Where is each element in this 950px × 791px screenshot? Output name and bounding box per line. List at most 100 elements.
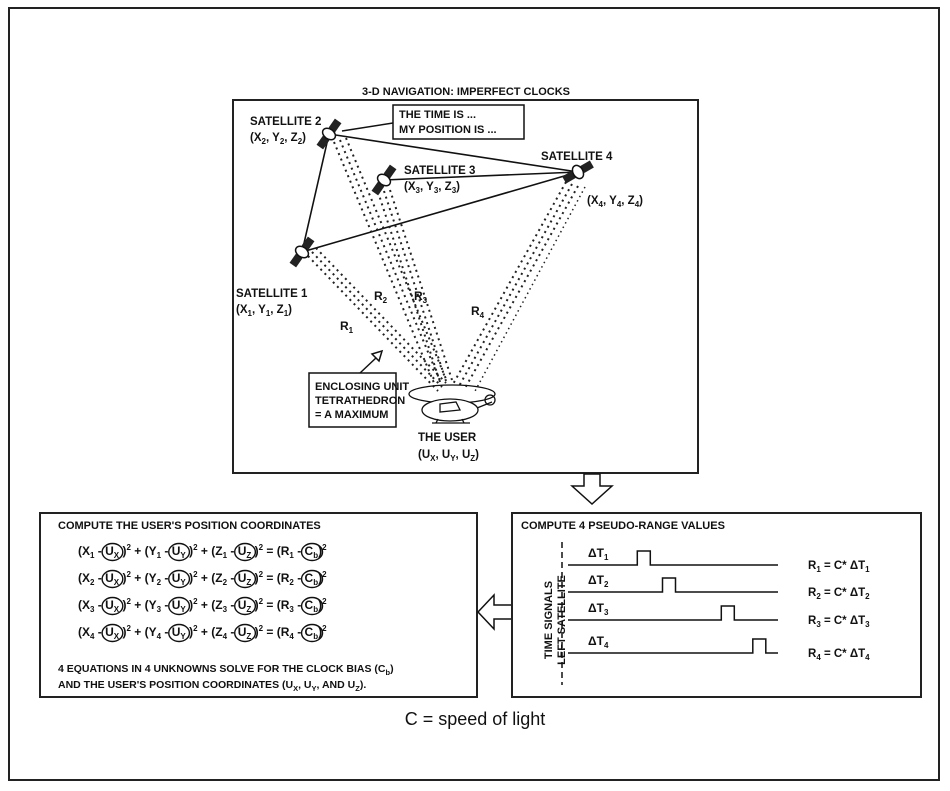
unknown-symbol: U [238,544,247,558]
unknown-circle [300,596,324,616]
range-label-2: R2 [374,289,388,305]
unknown-circle [234,542,257,562]
beam-satellite-4 [451,181,579,391]
equations: (X1 - UX )2 + (Y1 - UY )2 + (Z1 - UZ )2 … [78,542,327,643]
unknown-symbol: U [105,598,114,612]
range-label-3: R3 [414,289,428,305]
callout-box [392,104,525,140]
user-label: THE USER [418,432,477,444]
outer-frame [8,7,940,781]
unknown-symbol: C [305,544,314,558]
beam-satellite-2 [333,137,447,384]
unknown-circle [300,623,324,643]
beam-satellite-1 [307,247,447,392]
unknown-symbol: U [172,625,181,639]
satellite-2-label: SATELLITE 2 [250,116,321,128]
helicopter-icon [408,384,496,424]
satellite-4-label: SATELLITE 4 [541,151,613,163]
beam-satellite-4-edge [473,186,586,394]
satellite-3-coords: (X3, Y3, Z3) [404,181,460,195]
top-panel-frame [232,99,699,474]
signal-beams [307,137,579,392]
unknown-circle [101,542,124,562]
tetrahedron-line-1: ENCLOSING UNIT [315,381,409,393]
top-title: 3-D NAVIGATION: IMPERFECT CLOCKS [362,86,570,98]
signal-waveform [568,550,778,566]
tetrahedron-arrow-head [370,349,384,363]
unknown-symbol: U [238,571,247,585]
edge-s2-s1 [301,133,330,253]
tetrahedron-line-3: = A MAXIMUM [315,409,388,421]
edge-s3-s4 [383,171,579,181]
delta-t-label: ΔT2 [588,573,609,589]
equation-text: (X1 - UX )2 + (Y1 - UY )2 + (Z1 - UZ )2 … [78,543,327,560]
unknown-circle [234,569,257,589]
callout-pointer [341,122,394,132]
left-panel-frame [39,512,478,698]
range-equation: R4 = C* ΔT4 [808,648,870,662]
range-equation: R2 = C* ΔT2 [808,587,870,601]
equation-text: (X4 - UX )2 + (Y4 - UY )2 + (Z4 - UZ )2 … [78,624,327,641]
equation-row: (X4 - UX )2 + (Y4 - UY )2 + (Z4 - UZ )2 … [78,623,327,643]
unknown-symbol: U [172,598,181,612]
unknown-circle [101,623,124,643]
satellite-4-coords: (X4, Y4, Z4) [587,195,643,209]
unknown-symbol: C [305,571,314,585]
unknown-circle [300,569,324,589]
equation-row: (X2 - UX )2 + (Y2 - UY )2 + (Z2 - UZ )2 … [78,569,327,589]
callout-line-1: THE TIME IS ... [399,109,476,121]
user-coords: (UX, UY, UZ) [418,449,479,463]
edge-s2-s4 [328,133,579,173]
equation-text: (X3 - UX )2 + (Y3 - UY )2 + (Z3 - UZ )2 … [78,597,327,614]
unknown-symbol: U [172,571,181,585]
left-title: COMPUTE THE USER'S POSITION COORDINATES [58,520,321,532]
equation-row: (X1 - UX )2 + (Y1 - UY )2 + (Z1 - UZ )2 … [78,542,327,562]
satellite-1-label: SATELLITE 1 [236,288,308,300]
delta-t-label: ΔT4 [588,634,609,650]
signal-waveform [568,577,778,593]
vertical-label-2: LEFT SATELLITE [556,575,568,665]
unknown-circle [234,623,257,643]
right-title: COMPUTE 4 PSEUDO-RANGE VALUES [521,520,725,532]
unknown-symbol: U [105,625,114,639]
satellite-2-icon [316,118,342,150]
range-equation: R1 = C* ΔT1 [808,560,870,574]
unknown-symbol: U [238,625,247,639]
tetrahedron-edges [301,133,579,253]
unknown-circle [101,596,124,616]
satellite-1-coords: (X1, Y1, Z1) [236,304,292,318]
left-note-line-2: AND THE USER'S POSITION COORDINATES (UX,… [58,679,366,693]
unknown-circle [101,569,124,589]
signal-row: ΔT4 R4 = C* ΔT4 [568,634,870,662]
range-label-4: R4 [471,304,485,320]
unknown-symbol: C [305,625,314,639]
unknown-circle [168,596,191,616]
down-arrow [570,473,614,506]
unknown-symbol: U [105,571,114,585]
satellite-3-label: SATELLITE 3 [404,165,475,177]
unknown-symbol: U [238,598,247,612]
satellite-3-icon [371,164,397,196]
delta-t-label: ΔT1 [588,546,609,562]
unknown-circle [168,623,191,643]
satellite-1-icon [289,236,315,268]
unknown-symbol: C [305,598,314,612]
satellite-2-coords: (X2, Y2, Z2) [250,132,306,146]
satellite-4-icon [562,160,594,184]
unknown-circle [234,596,257,616]
edge-s1-s4 [301,171,579,253]
callout-line-2: MY POSITION IS ... [399,124,497,136]
unknown-circle [300,542,324,562]
unknown-circle [168,569,191,589]
speed-of-light-note: C = speed of light [405,709,546,729]
signal-row: ΔT2 R2 = C* ΔT2 [568,573,870,601]
equation-row: (X3 - UX )2 + (Y3 - UY )2 + (Z3 - UZ )2 … [78,596,327,616]
unknown-circle [168,542,191,562]
right-panel-frame [511,512,922,698]
delta-t-label: ΔT3 [588,601,609,617]
tetrahedron-line-2: TETRATHEDRON [315,395,405,407]
